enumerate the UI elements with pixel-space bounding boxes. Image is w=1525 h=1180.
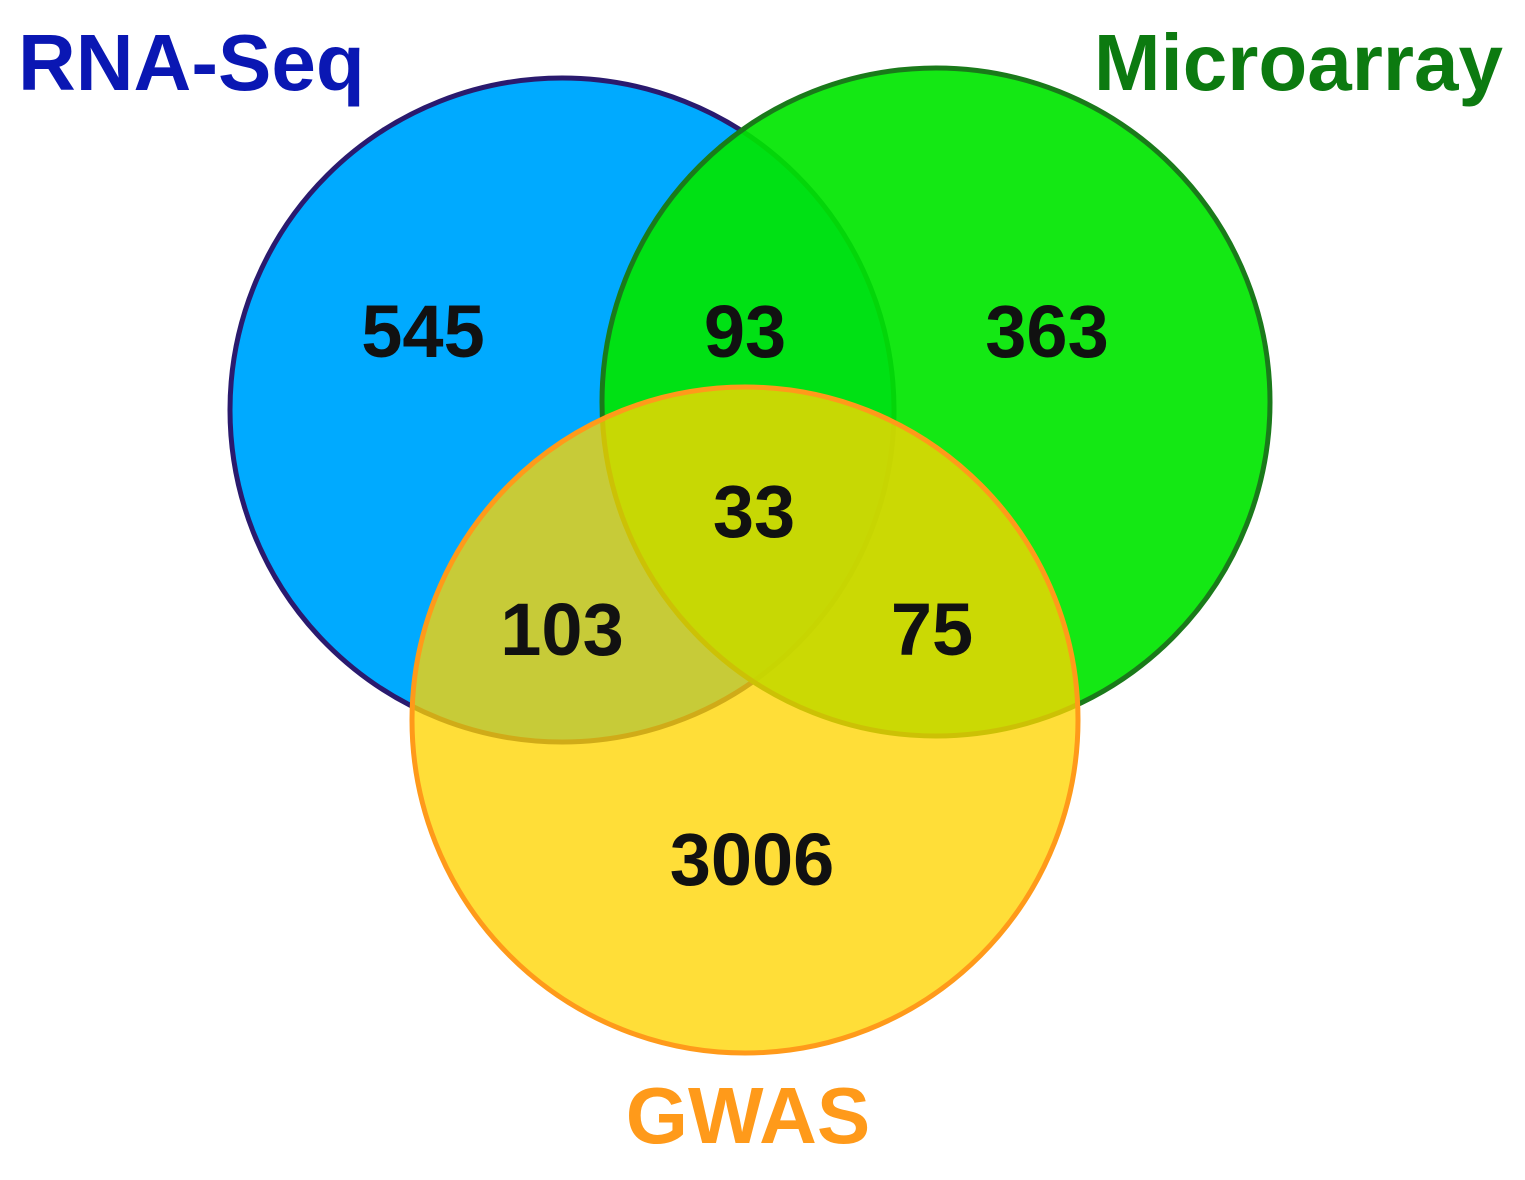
count-rnaseq-microarray: 93 — [704, 290, 786, 373]
count-rnaseq-only: 545 — [361, 290, 484, 373]
count-all-three: 33 — [713, 470, 795, 553]
label-microarray: Microarray — [1094, 18, 1504, 107]
count-microarray-gwas: 75 — [891, 588, 973, 671]
count-gwas-only: 3006 — [670, 818, 835, 901]
label-gwas: GWAS — [626, 1071, 870, 1160]
count-rnaseq-gwas: 103 — [500, 588, 623, 671]
label-rnaseq: RNA-Seq — [18, 18, 365, 107]
circle-gwas — [409, 384, 1081, 1056]
count-microarray-only: 363 — [985, 290, 1108, 373]
